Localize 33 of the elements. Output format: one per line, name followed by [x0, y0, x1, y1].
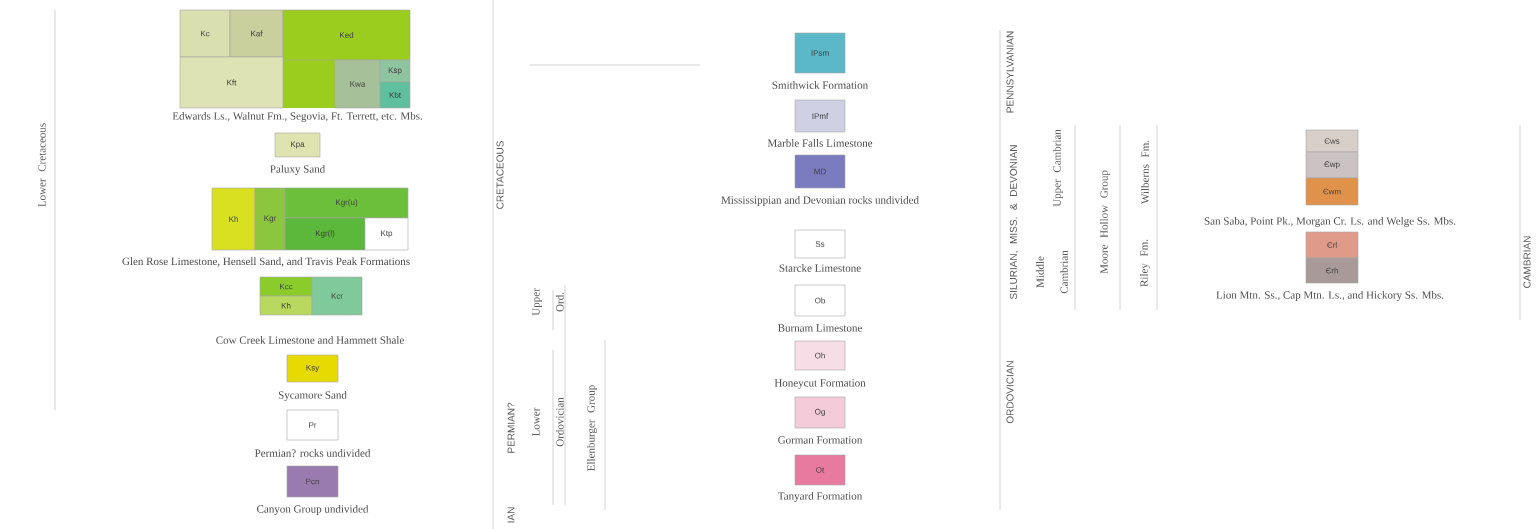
period-label: Upper Cambrian — [1053, 129, 1063, 207]
period-label: IAN — [507, 507, 515, 523]
unit-caption: Marble Falls Limestone — [767, 139, 873, 147]
period-label: Lower Cretaceous — [38, 123, 46, 207]
period-label: Ellenburger Group — [587, 385, 598, 471]
unit-caption: Smithwick Formation — [772, 81, 868, 89]
period-label: ORDOVICIAN — [1006, 361, 1014, 424]
period-label: Wilberns Fm. — [1141, 140, 1149, 204]
period-label: PERMIAN? — [507, 402, 515, 453]
period-label: SILURIAN, MISS. & DEVONIAN — [1009, 145, 1019, 300]
unit-caption: Permian? rocks undivided — [254, 449, 371, 457]
period-label: CAMBRIAN — [1523, 236, 1531, 288]
unit-caption: Gorman Formation — [778, 436, 863, 444]
unit-caption: Starcke Limestone — [779, 264, 861, 272]
unit-caption: Tanyard Formation — [777, 491, 863, 502]
unit-caption: San Saba, Point Pk., Morgan Cr. Ls. and Welge Ss. Mbs. — [1204, 216, 1456, 227]
unit-caption: Burnam Limestone — [778, 324, 862, 332]
unit-caption: Lion Mtn. Ss., Cap Mtn. Ls., and Hickory Ss. Mbs. — [1216, 290, 1444, 301]
unit-caption: Edwards Ls., Walnut Fm., Segovia, Ft. Terrett, etc. Mbs. — [172, 111, 422, 122]
period-label: Lower Ordovician — [532, 397, 564, 447]
period-label: CRETACEOUS — [496, 141, 504, 209]
unit-caption: Mississippian and Devonian rocks undivided — [721, 196, 919, 206]
period-label: Moore Hollow Group — [1100, 170, 1110, 274]
period-label: Riley Fm. — [1140, 239, 1150, 287]
period-label: PENNSYLVANIAN — [1006, 31, 1014, 113]
unit-caption: Cow Creek Limestone and Hammett Shale — [216, 336, 404, 344]
unit-caption: Sycamore Sand — [278, 390, 347, 401]
period-label: Middle Cambrian — [1036, 250, 1068, 294]
unit-caption: Honeycut Formation — [774, 379, 866, 389]
unit-caption: Glen Rose Limestone, Hensell Sand, and Travis Peak Formations — [122, 257, 410, 267]
unit-caption: Canyon Group undivided — [257, 504, 369, 515]
unit-caption: Paluxy Sand — [270, 164, 326, 175]
period-label: Upper Ord. — [532, 288, 564, 316]
